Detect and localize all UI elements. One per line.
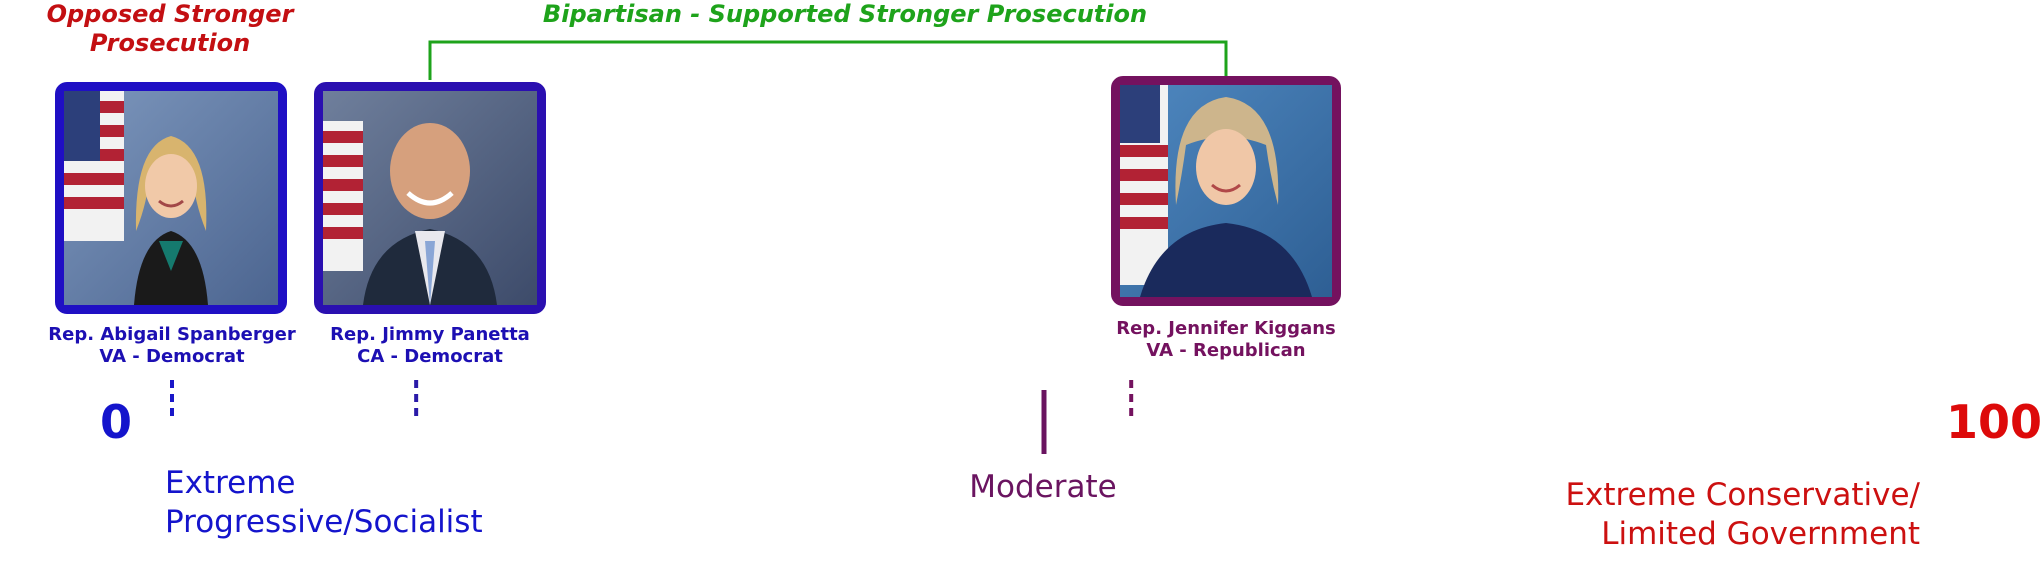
opposed-heading: Opposed Stronger Prosecution <box>46 0 294 57</box>
right-caption: Extreme Conservative/ Limited Government <box>1565 477 1920 552</box>
american-flag-icon <box>1120 85 1168 285</box>
rep-label-panetta: Rep. Jimmy Panetta CA - Democrat <box>300 324 560 368</box>
rep-name: Rep. Jennifer Kiggans <box>1116 318 1336 339</box>
portrait-photo-icon <box>1120 85 1332 297</box>
scale-max-label: 100 <box>1946 395 2042 449</box>
rep-detail: VA - Democrat <box>99 346 245 367</box>
rep-name: Rep. Jimmy Panetta <box>330 324 530 345</box>
portrait-spanberger <box>55 82 287 314</box>
rep-detail: VA - Republican <box>1146 340 1306 361</box>
portrait-kiggans <box>1111 76 1341 306</box>
supported-heading: Bipartisan - Supported Stronger Prosecut… <box>542 0 1148 28</box>
scale-min-label: 0 <box>100 395 133 449</box>
american-flag-icon <box>323 121 363 271</box>
portrait-panetta <box>314 82 546 314</box>
rep-label-spanberger: Rep. Abigail Spanberger VA - Democrat <box>40 324 304 368</box>
american-flag-icon <box>64 91 124 241</box>
center-caption: Moderate <box>969 469 1117 505</box>
rep-name: Rep. Abigail Spanberger <box>48 324 296 345</box>
portrait-photo-icon <box>323 91 537 305</box>
left-caption: Extreme Progressive/Socialist <box>165 465 483 540</box>
portrait-photo-icon <box>64 91 278 305</box>
rep-detail: CA - Democrat <box>357 346 503 367</box>
rep-label-kiggans: Rep. Jennifer Kiggans VA - Republican <box>1076 318 1376 362</box>
